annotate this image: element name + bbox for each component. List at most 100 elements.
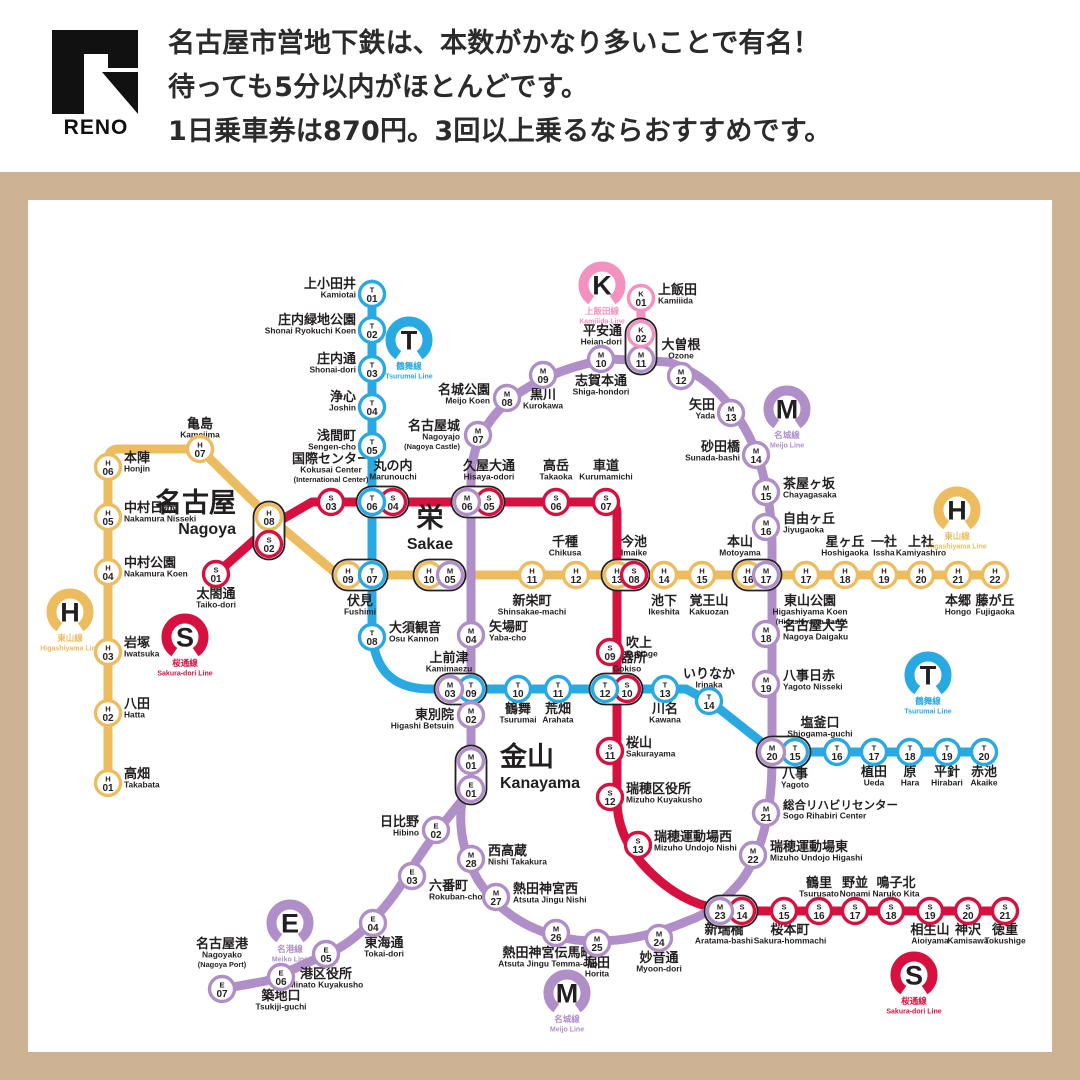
station-node[interactable]: H14 <box>649 560 679 590</box>
station-node[interactable]: T12 <box>590 674 620 704</box>
station-node[interactable]: S02 <box>254 529 284 559</box>
station-node[interactable]: H17 <box>791 560 821 590</box>
station-node[interactable]: S01 <box>201 559 231 589</box>
station-node[interactable]: M12 <box>666 361 696 391</box>
station-node[interactable]: E01 <box>456 774 486 804</box>
station-node[interactable]: K02 <box>626 319 656 349</box>
station-node[interactable]: H05 <box>93 502 123 532</box>
station-node[interactable]: M25 <box>582 928 612 958</box>
station-node[interactable]: S20 <box>953 896 983 926</box>
station-node[interactable]: M13 <box>716 398 746 428</box>
station-node[interactable]: T11 <box>543 674 573 704</box>
station-node[interactable]: M19 <box>751 669 781 699</box>
station-node[interactable]: M04 <box>456 620 486 650</box>
station-node[interactable]: S03 <box>316 487 346 517</box>
station-node[interactable]: M28 <box>456 844 486 874</box>
station-node[interactable]: S07 <box>591 487 621 517</box>
station-node[interactable]: E04 <box>358 908 388 938</box>
station-number: 14 <box>703 701 715 712</box>
station-node[interactable]: M05 <box>435 560 465 590</box>
station-node[interactable]: E07 <box>207 974 237 1004</box>
station-node[interactable]: M18 <box>751 619 781 649</box>
station-node[interactable]: M09 <box>528 360 558 390</box>
station-number: 09 <box>604 652 616 663</box>
station-name-en: Atsuta Jingu Temma-cho <box>498 959 597 969</box>
station-node[interactable]: M24 <box>644 923 674 953</box>
station-node[interactable]: M03 <box>435 674 465 704</box>
station-node[interactable]: H09 <box>333 560 363 590</box>
station-node[interactable]: M16 <box>751 512 781 542</box>
station-node[interactable]: H21 <box>943 560 973 590</box>
station-node[interactable]: M21 <box>751 798 781 828</box>
station-node[interactable]: S17 <box>840 896 870 926</box>
station-line-code: K <box>638 325 644 334</box>
station-node[interactable]: M15 <box>751 477 781 507</box>
station-node[interactable]: H01 <box>93 768 123 798</box>
station-node[interactable]: M11 <box>626 344 656 374</box>
station-node[interactable]: S08 <box>619 560 649 590</box>
station-node[interactable]: E05 <box>311 939 341 969</box>
station-node[interactable]: S15 <box>769 896 799 926</box>
station-node[interactable]: E02 <box>421 815 451 845</box>
station-node[interactable]: T17 <box>859 737 889 767</box>
station-node[interactable]: S13 <box>623 830 653 860</box>
station-node[interactable]: M10 <box>586 344 616 374</box>
station-node[interactable]: H22 <box>980 560 1010 590</box>
station-node[interactable]: H03 <box>93 637 123 667</box>
station-node[interactable]: H15 <box>687 560 717 590</box>
station-node[interactable]: H08 <box>254 502 284 532</box>
station-node[interactable]: T18 <box>895 737 925 767</box>
station-node[interactable]: S16 <box>804 896 834 926</box>
station-node[interactable]: T14 <box>694 686 724 716</box>
station-node[interactable]: M08 <box>492 383 522 413</box>
station-node[interactable]: S09 <box>595 637 625 667</box>
station-node[interactable]: E06 <box>266 962 296 992</box>
station-node-layer: H01H02H03H04H05H06H07H08H09H10H11H12H13H… <box>93 279 1020 1004</box>
station-node[interactable]: T07 <box>357 560 387 590</box>
station-node[interactable]: T06 <box>357 487 387 517</box>
station-node[interactable]: T05 <box>357 431 387 461</box>
station-node[interactable]: S11 <box>595 736 625 766</box>
station-node[interactable]: E03 <box>397 861 427 891</box>
station-node[interactable]: T13 <box>650 674 680 704</box>
station-node[interactable]: T20 <box>969 737 999 767</box>
station-node[interactable]: M22 <box>738 840 768 870</box>
station-node[interactable]: M17 <box>751 560 781 590</box>
station-node[interactable]: H06 <box>93 452 123 482</box>
station-node[interactable]: T01 <box>357 279 387 309</box>
station-node[interactable]: S12 <box>595 782 625 812</box>
station-node[interactable]: S06 <box>541 487 571 517</box>
station-node[interactable]: M02 <box>456 700 486 730</box>
station-node[interactable]: S18 <box>876 896 906 926</box>
station-node[interactable]: H20 <box>906 560 936 590</box>
station-node[interactable]: T19 <box>932 737 962 767</box>
station-node[interactable]: M23 <box>705 896 735 926</box>
station-node[interactable]: M26 <box>541 918 571 948</box>
station-node[interactable]: M27 <box>481 882 511 912</box>
station-node[interactable]: H07 <box>185 434 215 464</box>
station-node[interactable]: S19 <box>915 896 945 926</box>
station-node[interactable]: T15 <box>780 737 810 767</box>
station-node[interactable]: S04 <box>378 487 408 517</box>
station-node[interactable]: M14 <box>741 440 771 470</box>
station-node[interactable]: M20 <box>757 737 787 767</box>
station-node[interactable]: S21 <box>990 896 1020 926</box>
station-node[interactable]: H04 <box>93 557 123 587</box>
station-node[interactable]: M01 <box>456 746 486 776</box>
station-node[interactable]: M07 <box>463 420 493 450</box>
station-node[interactable]: K01 <box>626 283 656 313</box>
station-node[interactable]: H12 <box>561 560 591 590</box>
station-node[interactable]: M06 <box>452 487 482 517</box>
station-node[interactable]: T03 <box>357 354 387 384</box>
station-node[interactable]: T02 <box>357 315 387 345</box>
station-node[interactable]: T16 <box>822 737 852 767</box>
station-node[interactable]: T10 <box>503 674 533 704</box>
station-node[interactable]: H18 <box>830 560 860 590</box>
station-node[interactable]: H02 <box>93 698 123 728</box>
station-node[interactable]: T04 <box>357 392 387 422</box>
station-node[interactable]: T08 <box>357 622 387 652</box>
station-node[interactable]: H19 <box>869 560 899 590</box>
station-node[interactable]: H11 <box>517 560 547 590</box>
